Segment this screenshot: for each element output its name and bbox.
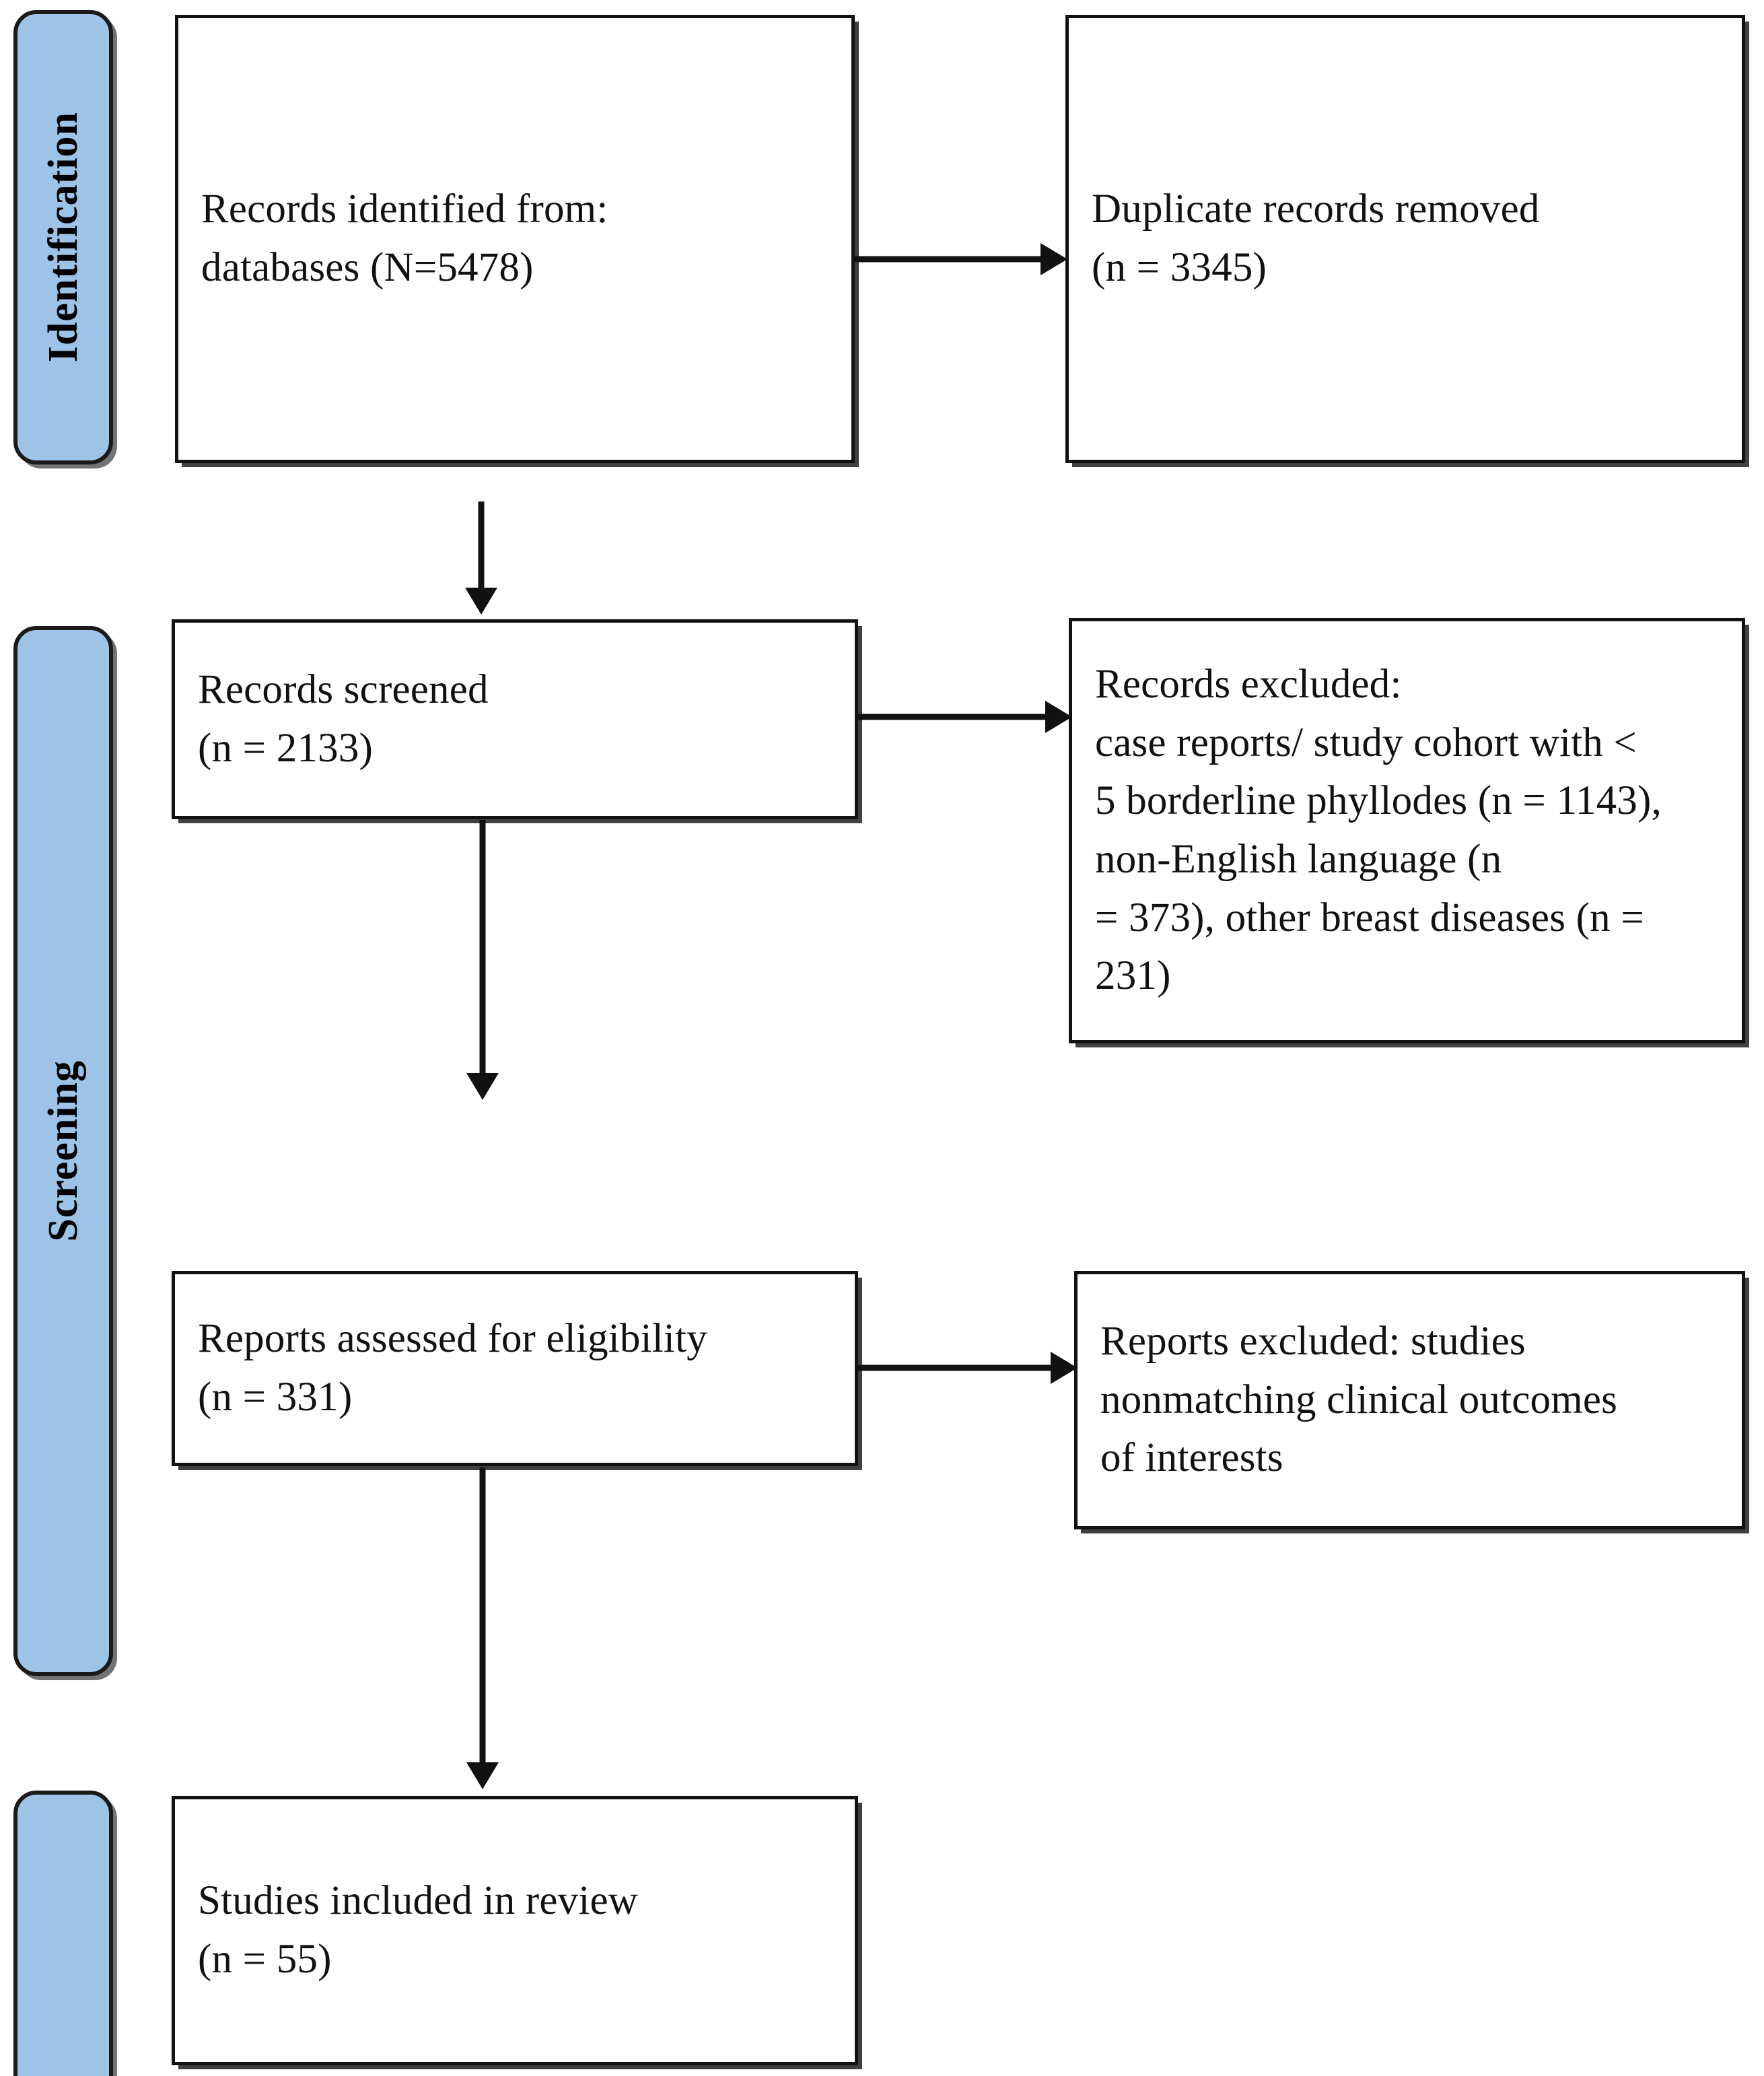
arrow-identified-to-duplicates — [853, 239, 1069, 279]
box-reports-assessed: Reports assessed for eligibility (n = 33… — [172, 1271, 858, 1466]
stage-bar-included: Included — [13, 1791, 113, 2076]
box-records-identified: Records identified from: databases (N=54… — [175, 15, 855, 463]
stage-bar-screening: Screening — [13, 626, 113, 1676]
box-studies-included: Studies included in review (n = 55) — [172, 1796, 858, 2065]
box-studies-included-text: Studies included in review (n = 55) — [198, 1878, 639, 1982]
box-records-screened-text: Records screened (n = 2133) — [198, 666, 489, 771]
arrow-assessed-to-included — [459, 1467, 506, 1791]
box-reports-excluded: Reports excluded: studies nonmatching cl… — [1074, 1271, 1745, 1529]
box-records-identified-text: Records identified from: databases (N=54… — [201, 186, 608, 290]
arrow-screened-to-excluded — [857, 697, 1073, 737]
stage-label-screening: Screening — [40, 1060, 86, 1242]
arrow-assessed-to-reports-excluded — [857, 1348, 1079, 1388]
box-reports-excluded-text: Reports excluded: studies nonmatching cl… — [1100, 1319, 1618, 1481]
box-duplicate-records-removed: Duplicate records removed (n = 3345) — [1065, 15, 1745, 463]
box-records-excluded-text: Records excluded: case reports/ study co… — [1095, 662, 1662, 999]
arrow-identified-to-screened — [458, 501, 505, 616]
box-records-screened: Records screened (n = 2133) — [172, 619, 858, 819]
arrow-screened-to-assessed — [459, 820, 506, 1101]
box-duplicate-records-removed-text: Duplicate records removed (n = 3345) — [1092, 186, 1540, 290]
stage-bar-identification: Identification — [13, 10, 113, 464]
box-records-excluded: Records excluded: case reports/ study co… — [1069, 618, 1745, 1043]
box-reports-assessed-text: Reports assessed for eligibility (n = 33… — [198, 1316, 707, 1420]
stage-label-identification: Identification — [40, 112, 86, 363]
